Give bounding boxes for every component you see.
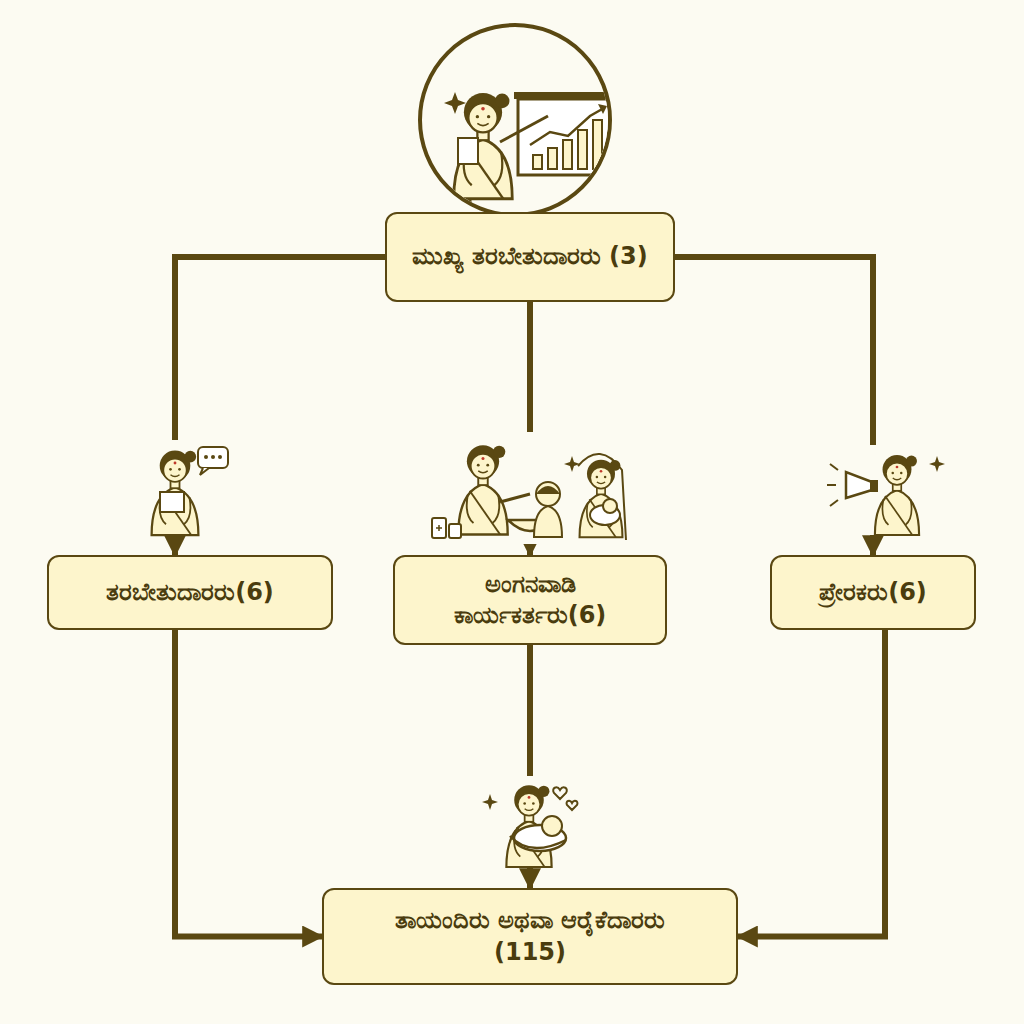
trainer-icon bbox=[198, 447, 228, 468]
trainer-emblem bbox=[533, 155, 542, 169]
anganwadi-icon bbox=[436, 525, 442, 531]
trainer-icon bbox=[204, 455, 208, 459]
mother-icon bbox=[553, 787, 567, 799]
mother-icon bbox=[510, 836, 566, 848]
flow-arrow bbox=[738, 630, 885, 937]
anganwadi-box: ಅಂಗನವಾಡಿ ಕಾರ್ಯಕರ್ತರು(6) bbox=[393, 555, 667, 645]
trainer-emblem bbox=[598, 104, 607, 114]
motivator-icon bbox=[846, 472, 872, 498]
anganwadi-icon bbox=[500, 494, 530, 502]
trainer-emblem bbox=[500, 116, 548, 142]
trainer-emblem bbox=[518, 99, 614, 175]
anganwadi-icon bbox=[536, 486, 560, 494]
flow-arrow bbox=[175, 630, 322, 937]
anganwadi-icon bbox=[534, 506, 562, 537]
trainer-emblem bbox=[578, 130, 587, 169]
motivator-box: ಪ್ರೇರಕರು(6) bbox=[770, 555, 976, 630]
lead-trainer-box: ಮುಖ್ಯ ತರಬೇತುದಾರರು (3) bbox=[385, 212, 675, 302]
trainer-icon bbox=[218, 455, 222, 459]
anganwadi-icon bbox=[449, 524, 461, 538]
beneficiary-box: ತಾಯಂದಿರು ಅಥವಾ ಆರೈಕೆದಾರರು (115) bbox=[322, 888, 738, 985]
node-label: ಪ್ರೇರಕರು(6) bbox=[819, 577, 927, 608]
trainer-emblem bbox=[444, 92, 618, 215]
mother-icon bbox=[482, 794, 498, 810]
node-label: ಅಂಗನವಾಡಿ ಕಾರ್ಯಕರ್ತರು(6) bbox=[405, 569, 655, 631]
trainer-emblem bbox=[458, 138, 478, 164]
trainer-icon bbox=[211, 455, 215, 459]
motivator-icon bbox=[929, 456, 945, 472]
trainer-icon bbox=[118, 440, 233, 535]
anganwadi-icon bbox=[603, 499, 617, 513]
trainer-emblem bbox=[444, 92, 466, 114]
anganwadi-icon bbox=[458, 445, 507, 534]
trainer-box: ತರಬೇತುದಾರರು(6) bbox=[47, 555, 333, 630]
trainer-emblem bbox=[454, 93, 513, 199]
trainer-emblem bbox=[593, 120, 602, 169]
trainer-emblem bbox=[420, 25, 618, 215]
motivator-icon bbox=[875, 455, 919, 535]
trainer-emblem bbox=[548, 148, 557, 169]
trainer-emblem bbox=[530, 108, 604, 145]
anganwadi-icon bbox=[578, 454, 626, 540]
anganwadi-icon bbox=[420, 432, 645, 544]
node-label: ತಾಯಂದಿರು ಅಥವಾ ಆರೈಕೆದಾರರು (115) bbox=[374, 905, 686, 967]
anganwadi-icon bbox=[564, 456, 580, 472]
mother-icon bbox=[478, 776, 593, 868]
trainer-icon bbox=[152, 450, 199, 535]
anganwadi-icon bbox=[536, 482, 560, 506]
mother-icon bbox=[567, 801, 578, 810]
anganwadi-icon bbox=[420, 432, 645, 544]
trainer-emblem bbox=[563, 140, 572, 169]
anganwadi-icon bbox=[580, 460, 623, 538]
mother-icon bbox=[542, 816, 562, 836]
mother-icon bbox=[478, 776, 593, 868]
motivator-icon bbox=[870, 480, 878, 492]
motivator-icon bbox=[825, 445, 945, 535]
trainer-icon bbox=[200, 468, 209, 475]
motivator-icon bbox=[825, 445, 945, 535]
trainer-icon bbox=[160, 492, 184, 512]
trainer-icon bbox=[118, 440, 233, 535]
node-label: ಮುಖ್ಯ ತರಬೇತುದಾರರು (3) bbox=[412, 241, 647, 272]
node-label: ತರಬೇತುದಾರರು(6) bbox=[106, 577, 274, 608]
anganwadi-icon bbox=[432, 518, 446, 538]
motivator-icon bbox=[827, 464, 838, 506]
